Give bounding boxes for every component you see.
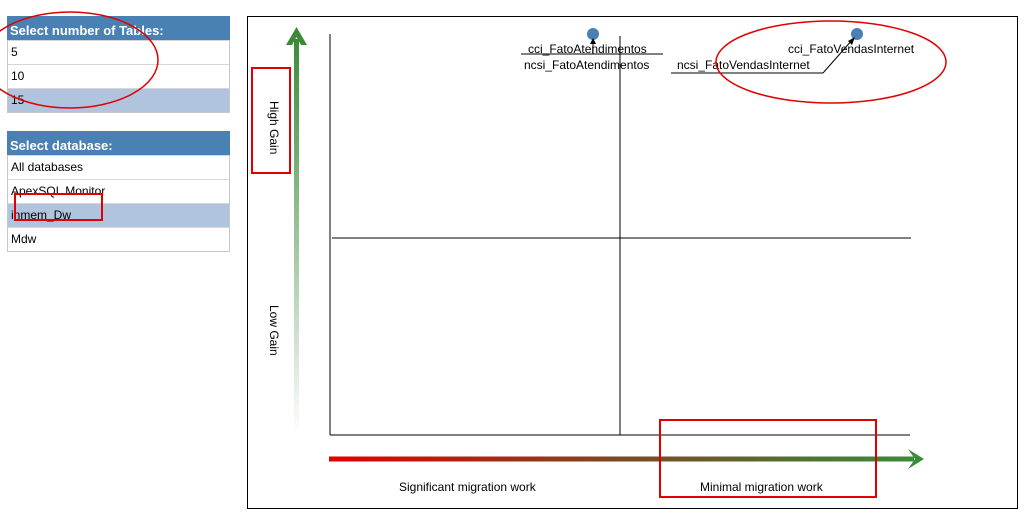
tables-header: Select number of Tables: bbox=[7, 16, 230, 40]
data-point-cci-fatovendasinternet bbox=[851, 28, 863, 40]
migration-arrow bbox=[329, 456, 914, 462]
point-label: cci_FatoAtendimentos bbox=[528, 42, 647, 56]
database-list: Select database: All databases ApexSQL M… bbox=[7, 131, 230, 252]
database-header: Select database: bbox=[7, 131, 230, 155]
database-option-mdw[interactable]: Mdw bbox=[8, 227, 229, 251]
significant-work-label: Significant migration work bbox=[399, 480, 536, 494]
database-option-inmem-dw[interactable]: inmem_Dw bbox=[8, 203, 229, 227]
database-option-all[interactable]: All databases bbox=[8, 155, 229, 179]
gain-arrowhead bbox=[286, 27, 307, 45]
minimal-work-label: Minimal migration work bbox=[700, 480, 823, 494]
gain-arrow bbox=[294, 39, 299, 436]
point-label: ncsi_FatoVendasInternet bbox=[677, 58, 810, 72]
tables-option-5[interactable]: 5 bbox=[8, 40, 229, 64]
data-point-cci-fatoatendimentos bbox=[587, 28, 599, 40]
tables-list: Select number of Tables: 5 10 15 bbox=[7, 16, 230, 113]
high-gain-label: High Gain bbox=[267, 101, 281, 155]
point-label: cci_FatoVendasInternet bbox=[788, 42, 915, 56]
database-option-apexsql-monitor[interactable]: ApexSQL Monitor bbox=[8, 179, 229, 203]
tables-option-10[interactable]: 10 bbox=[8, 64, 229, 88]
migration-gain-chart: cci_FatoAtendimentos ncsi_FatoAtendiment… bbox=[247, 16, 1018, 509]
point-label: ncsi_FatoAtendimentos bbox=[524, 58, 650, 72]
tables-option-15[interactable]: 15 bbox=[8, 88, 229, 112]
chart-graphics bbox=[286, 27, 924, 469]
low-gain-label: Low Gain bbox=[267, 305, 281, 356]
migration-arrowhead bbox=[908, 449, 924, 469]
